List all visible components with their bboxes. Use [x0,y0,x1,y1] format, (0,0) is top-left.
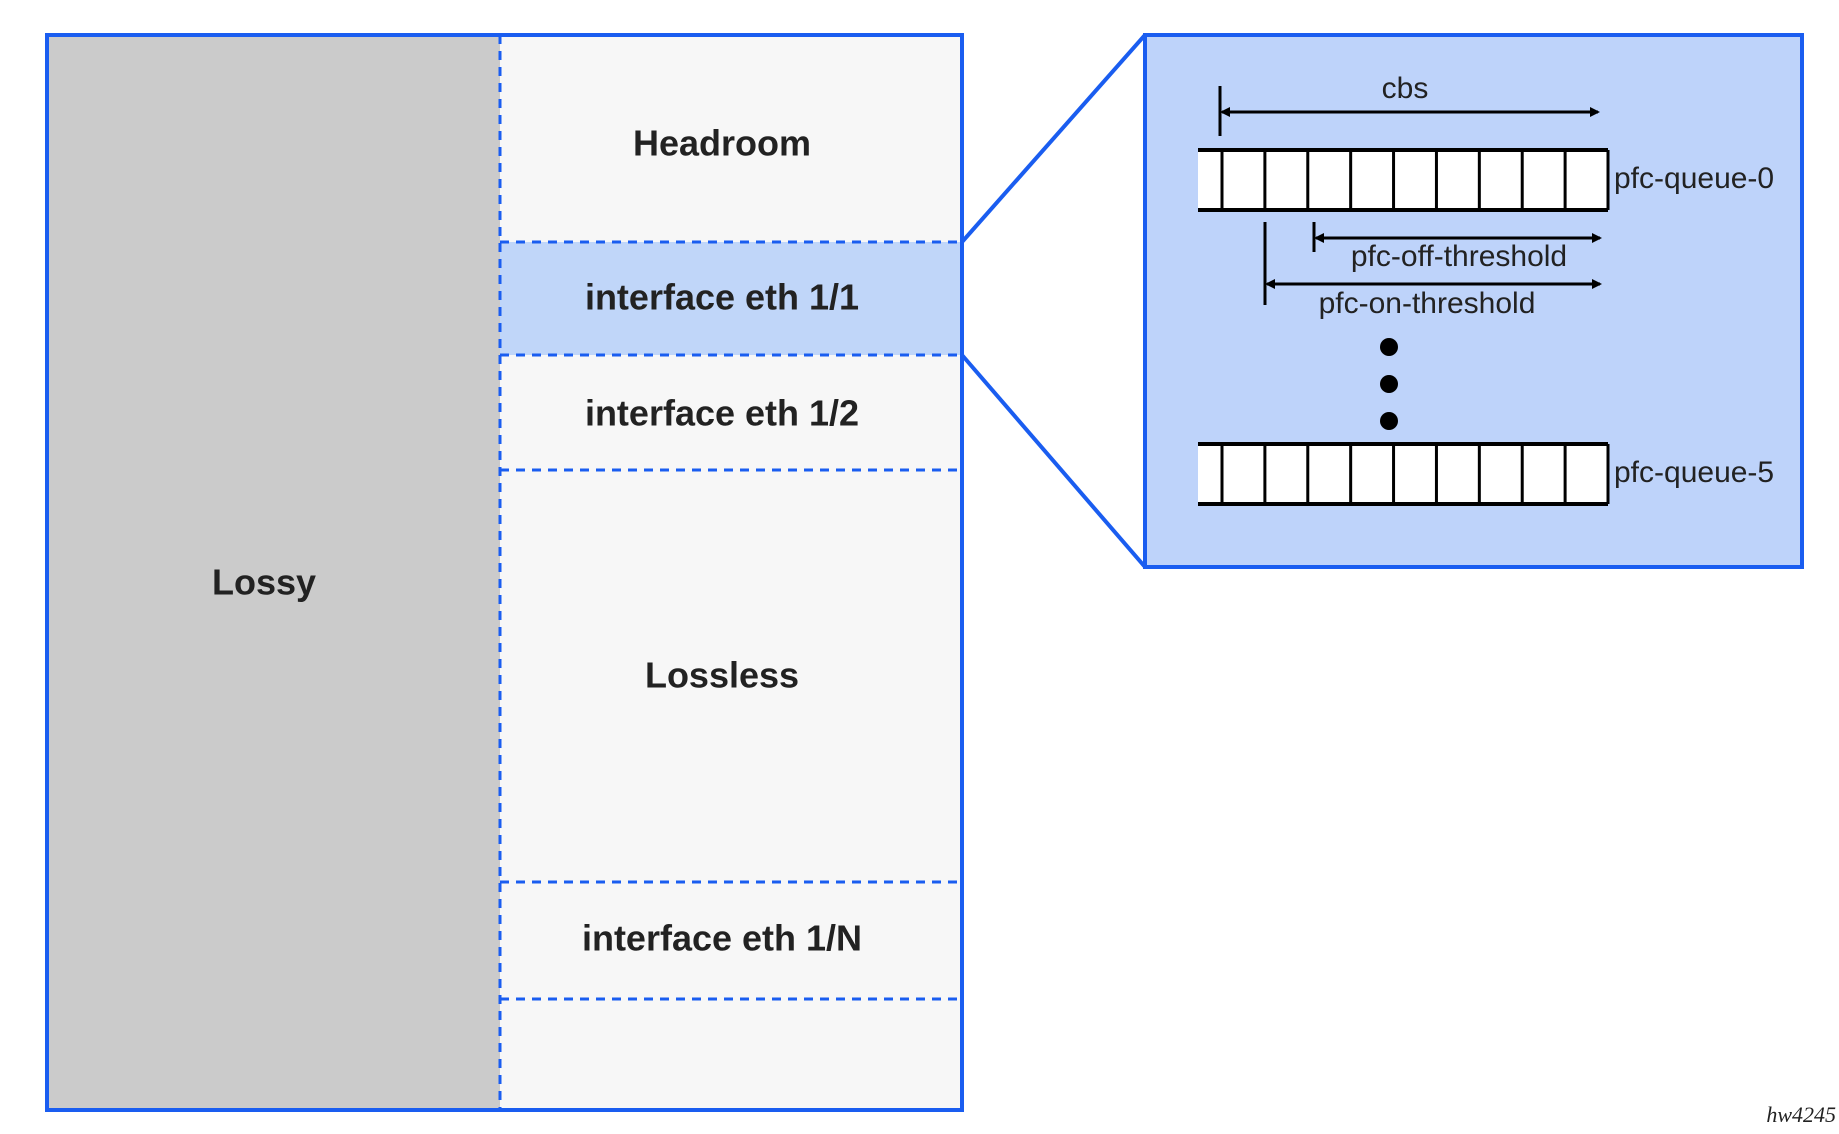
off-threshold-label: pfc-off-threshold [1351,240,1567,273]
lossless-label: Lossless [645,655,799,696]
ellipsis-dot-3 [1380,412,1398,430]
queue-top [1198,148,1610,212]
zoom-connector-top [960,33,1147,244]
cbs-label: cbs [1382,72,1429,105]
queue-detail-panel: cbs pfc-queue-0 pfc-off-threshold pfc-on… [1143,33,1804,569]
zoom-connector-bottom [960,353,1147,569]
lossless-column [500,35,962,1110]
interface-2-label: interface eth 1/2 [585,393,859,434]
buffer-outline [45,33,964,1112]
lossy-label: Lossy [212,562,316,603]
interface-1-highlight [500,242,962,355]
lossy-region [47,35,500,1110]
ellipsis-dot-1 [1380,338,1398,356]
queue-bottom-label: pfc-queue-5 [1614,456,1774,489]
figure-id: hw4245 [1766,1102,1836,1127]
queue-bottom-body [1198,444,1608,504]
queue-bottom [1198,442,1610,506]
queue-top-body [1198,150,1608,210]
queue-top-label: pfc-queue-0 [1614,162,1774,195]
interface-n-label: interface eth 1/N [582,918,862,959]
on-threshold-label: pfc-on-threshold [1319,287,1536,320]
buffer-block: Lossy Headroom interface eth 1/1 interfa… [45,33,964,1112]
headroom-label: Headroom [633,123,811,164]
interface-1-label: interface eth 1/1 [585,277,859,318]
ellipsis-dot-2 [1380,375,1398,393]
